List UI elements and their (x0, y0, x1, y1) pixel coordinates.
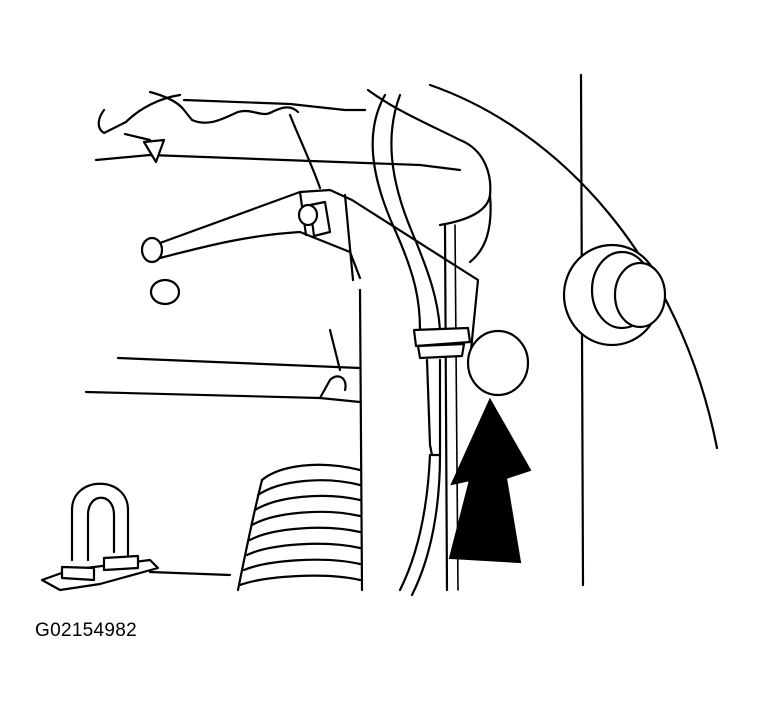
bracket-arm (140, 188, 480, 362)
u-clip (40, 482, 232, 592)
brake-cable (371, 93, 472, 597)
access-hole (466, 329, 530, 397)
grommet (562, 243, 667, 347)
housing (366, 88, 492, 264)
rubber-boot (236, 463, 362, 592)
figure-code: G02154982 (35, 620, 138, 641)
lower-frame (84, 328, 362, 404)
vertical-post (358, 223, 459, 592)
upper-panel (94, 90, 462, 190)
pointer-arrow (448, 397, 532, 564)
